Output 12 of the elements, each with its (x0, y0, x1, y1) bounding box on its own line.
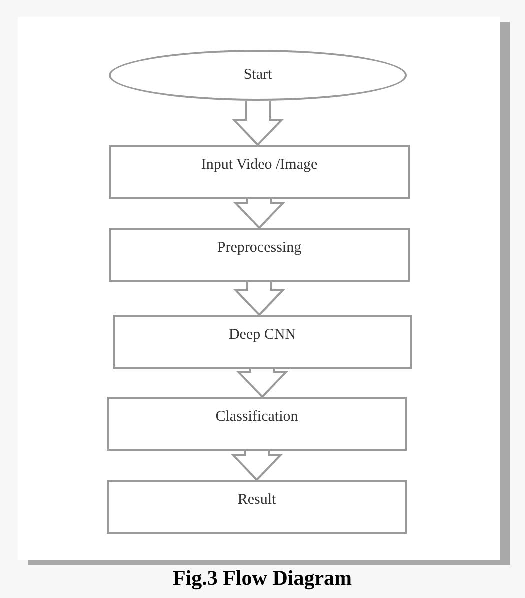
node-label: Deep CNN (228, 327, 296, 344)
figure-caption: Fig.3 Flow Diagram (172, 566, 352, 590)
node-label: Classification (216, 409, 298, 426)
process-box (113, 315, 412, 369)
process-box (109, 228, 410, 282)
node-label: Preprocessing (217, 240, 302, 257)
node-label: Result (238, 492, 276, 509)
node-label: Input Video /Image (201, 157, 318, 174)
process-box (109, 145, 410, 199)
process-box (107, 397, 407, 451)
process-box (107, 480, 407, 534)
node-label: Start (244, 67, 272, 84)
